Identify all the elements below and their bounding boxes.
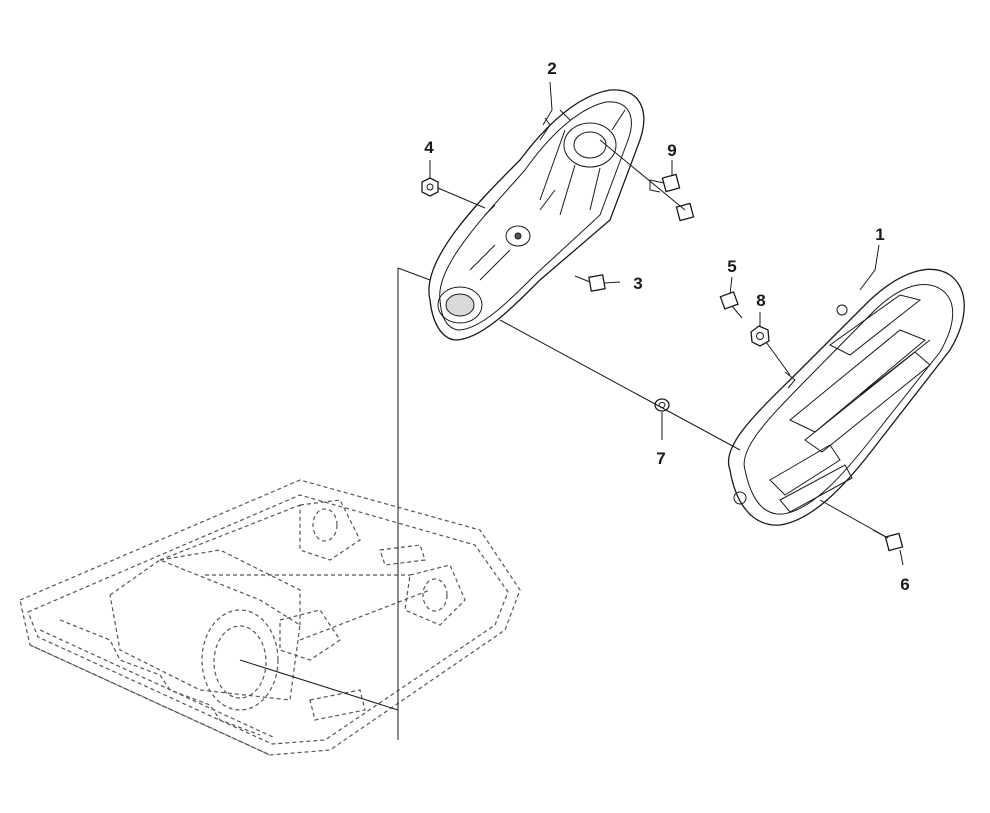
callout-6: 6 <box>900 575 909 594</box>
callout-2: 2 <box>547 59 556 78</box>
callout-8: 8 <box>756 291 765 310</box>
bolt-part-3 <box>574 274 606 292</box>
bolt-part-5 <box>719 291 743 319</box>
nut-part-4 <box>421 177 439 197</box>
nut-part-8 <box>750 325 770 347</box>
leader-lines <box>239 81 904 740</box>
callout-7: 7 <box>656 449 665 468</box>
outer-belt-cover <box>727 268 965 526</box>
callout-4: 4 <box>424 138 434 157</box>
washer-part-7 <box>654 398 670 412</box>
callout-9: 9 <box>667 141 676 160</box>
base-plate-outline <box>19 479 521 756</box>
callout-3: 3 <box>633 274 642 293</box>
bolt-part-6 <box>872 529 904 552</box>
callout-1: 1 <box>875 225 884 244</box>
bolt-part-9 <box>661 173 695 222</box>
inner-belt-guard <box>428 89 645 341</box>
callout-5: 5 <box>727 257 736 276</box>
